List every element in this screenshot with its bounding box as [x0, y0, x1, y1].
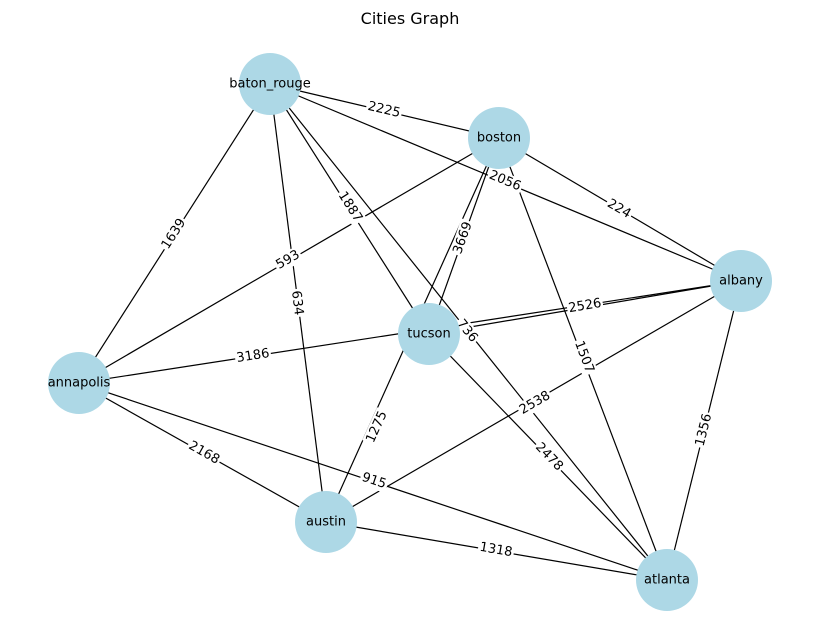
edge-weight-text: 1507 — [571, 339, 597, 375]
edge-weight-text: 915 — [360, 470, 388, 492]
edge-weight-text: 1887 — [335, 189, 365, 225]
edge-weight-label-bg — [271, 246, 305, 274]
node-boston — [468, 107, 530, 169]
node-label-tucson: tucson — [407, 327, 450, 342]
edge-weight-text: 2526 — [567, 296, 602, 316]
edge-weight-text: 2225 — [366, 99, 402, 121]
edge-weight-label-bg — [515, 387, 555, 419]
edge-weight-label: 1507 — [570, 337, 598, 377]
edge-weight-label-bg — [364, 98, 404, 122]
edge-weight-label-bg — [184, 437, 224, 469]
node-label-austin: austin — [306, 515, 346, 530]
edge-weight-label: 3186 — [233, 345, 273, 367]
node-label-baton_rouge: baton_rouge — [229, 77, 311, 92]
edge-weight-text: 1639 — [159, 216, 189, 252]
edge-weight-label: 3669 — [449, 218, 477, 258]
node-label-annapolis: annapolis — [48, 376, 111, 391]
edge-weight-label: 1275 — [362, 407, 392, 447]
node-label-atlanta: atlanta — [644, 573, 690, 588]
edge-weight-label: 2225 — [364, 98, 404, 122]
edge-weight-label: 2168 — [184, 437, 224, 469]
edge-weight-label-bg — [287, 288, 307, 318]
edge-weight-label-bg — [233, 345, 273, 367]
node-label-boston: boston — [477, 131, 521, 146]
node-baton_rouge — [239, 53, 301, 115]
node-label-albany: albany — [719, 274, 763, 289]
edge-weight-label: 1887 — [333, 187, 367, 227]
edge-weight-text: 1318 — [478, 540, 513, 560]
graph-title: Cities Graph — [361, 9, 460, 28]
edge-weight-label-bg — [362, 407, 392, 447]
edge-weight-text: 1275 — [363, 409, 390, 445]
edge-weight-label: 2526 — [565, 295, 605, 317]
edge-weight-label: 915 — [358, 468, 390, 494]
edge-weight-text: 2056 — [487, 168, 523, 195]
node-albany — [710, 250, 772, 312]
edge-weight-label-bg — [476, 539, 516, 561]
edge-weight-label-bg — [449, 218, 477, 258]
edge-weight-label-bg — [565, 295, 605, 317]
edge-weight-label-bg — [485, 166, 525, 196]
edge-weight-label: 1356 — [691, 410, 717, 450]
edge-weight-label-bg — [452, 315, 482, 347]
edge-weight-text: 2168 — [186, 438, 222, 467]
edge-weight-label: 1639 — [157, 214, 191, 254]
edge-weight-label: 2056 — [485, 166, 525, 196]
edge-weight-label-bg — [570, 337, 598, 377]
edge-weight-label-bg — [691, 410, 717, 450]
edge-weight-text: 634 — [288, 290, 306, 317]
edge-weight-text: 3186 — [236, 346, 271, 366]
node-tucson — [398, 303, 460, 365]
node-annapolis — [48, 352, 110, 414]
edge-weight-label-bg — [530, 438, 568, 476]
edge-weight-label-bg — [333, 187, 367, 227]
node-atlanta — [636, 549, 698, 611]
edge-weight-label-bg — [157, 214, 191, 254]
edge-weight-text: 3669 — [450, 220, 475, 256]
edge-weight-label: 224 — [602, 194, 636, 224]
edge-weight-label: 634 — [287, 288, 307, 318]
edge-weight-label: 593 — [271, 246, 305, 274]
edge-weight-label: 1318 — [476, 539, 516, 561]
edge-weight-label-bg — [602, 194, 636, 224]
edge-weight-label-bg — [358, 468, 390, 494]
edge-weight-text: 2538 — [517, 388, 553, 418]
node-austin — [295, 491, 357, 553]
edge-weight-label: 2478 — [530, 438, 568, 476]
